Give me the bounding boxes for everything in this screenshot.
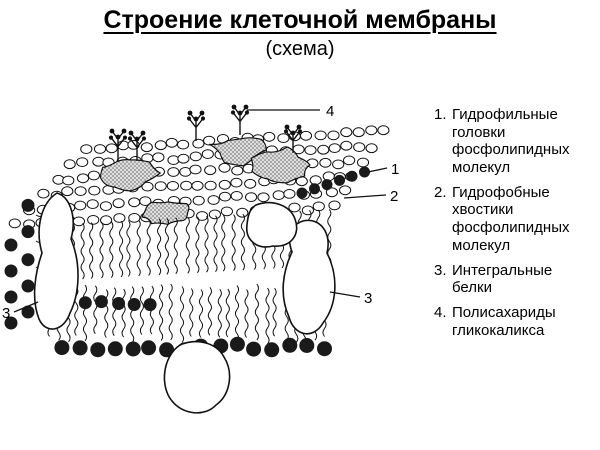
legend-item-3: 3. Интегральные белки: [434, 262, 590, 297]
label-1: 1: [391, 161, 399, 178]
peripheral-protein-blobs: [99, 137, 311, 226]
membrane-diagram: 4 1 2 3 3: [0, 95, 420, 445]
page-subtitle: (схема): [265, 38, 335, 60]
legend-item-number: 2.: [434, 183, 447, 201]
legend-item-number: 1.: [434, 106, 447, 123]
label-3-left: 3: [2, 305, 10, 322]
diagram-labels: 4 1 2 3 3: [2, 103, 399, 322]
label-1-leader-line: [367, 167, 388, 173]
page-title: Строение клеточной мембраны: [103, 6, 497, 34]
legend-item-text: Полисахариды гликокаликса: [452, 303, 556, 339]
legend-item-text: Гидрофильные головки фосфолипидных молек…: [452, 106, 570, 177]
dark-heads: [4, 166, 370, 358]
legend-item-4: 4. Полисахариды гликокаликса: [434, 304, 590, 339]
membrane-diagram-svg: 4 1 2 3 3: [2, 103, 399, 414]
legend-item-number: 4.: [434, 303, 447, 321]
label-3-left-leader-line: [13, 301, 39, 313]
label-2: 2: [390, 188, 398, 205]
label-2-leader-line: [343, 194, 387, 199]
legend-item-2: 2. Гидрофобные хвостики фосфолипидных мо…: [434, 184, 590, 255]
legend-item-text: Гидрофобные хвостики фосфолипидных молек…: [452, 183, 570, 254]
label-3-right-leader-line: [329, 291, 361, 298]
legend: 1. Гидрофильные головки фосфолипидных мо…: [434, 106, 590, 346]
integral-proteins: [33, 192, 336, 414]
legend-item-1: 1. Гидрофильные головки фосфолипидных мо…: [434, 106, 590, 177]
glycocalyx-antennae: [108, 104, 303, 161]
label-4: 4: [326, 103, 334, 120]
label-3-right: 3: [364, 290, 372, 307]
legend-item-text: Интегральные белки: [452, 261, 553, 297]
legend-item-number: 3.: [434, 261, 447, 279]
